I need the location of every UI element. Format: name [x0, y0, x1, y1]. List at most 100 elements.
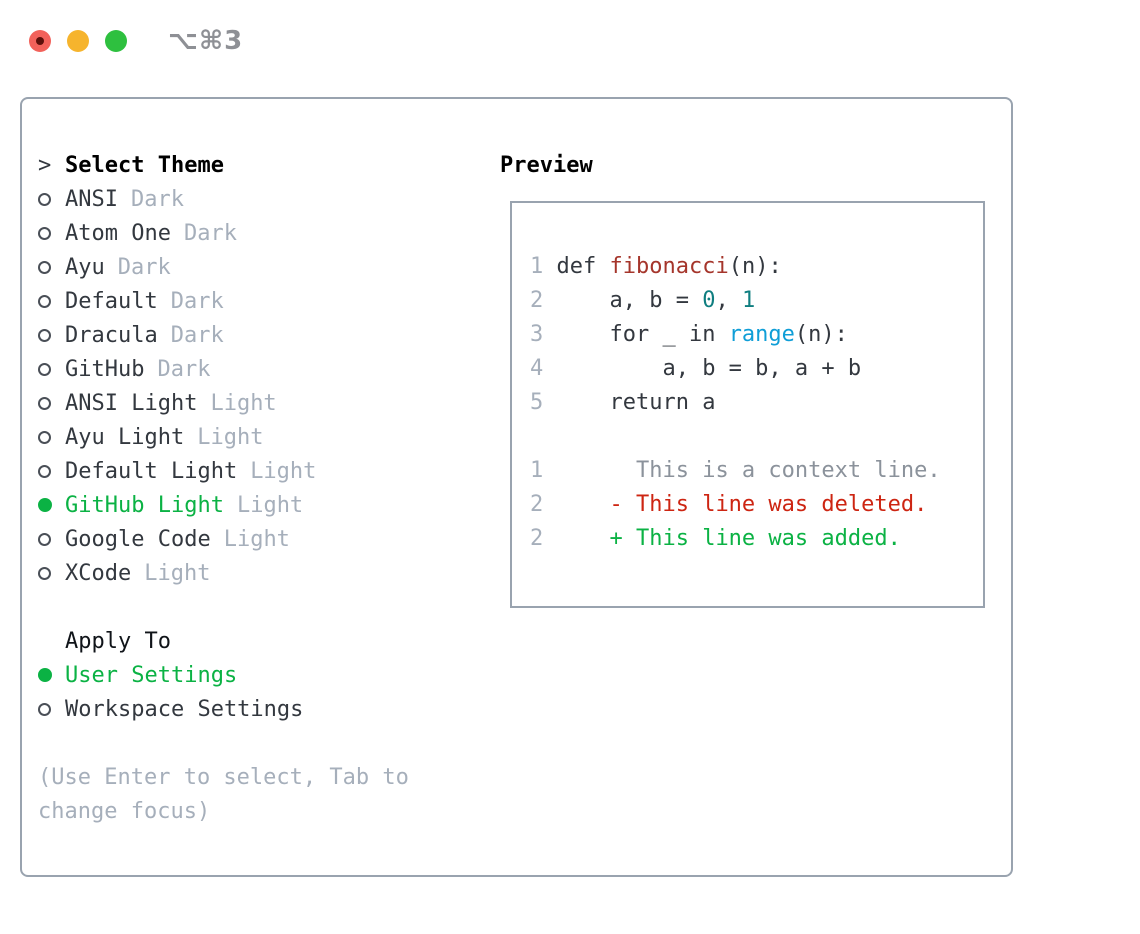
theme-option[interactable]: ANSI Dark [38, 182, 409, 216]
marker-cell [38, 430, 65, 444]
close-button[interactable] [29, 30, 51, 52]
code-segment-context: This is a context line. [556, 458, 941, 483]
option-label: Ayu [65, 254, 105, 280]
spacer [530, 420, 983, 454]
line-number: 2 [530, 288, 544, 313]
select-theme-title: Select Theme [65, 152, 224, 178]
line-number: 1 [530, 254, 544, 279]
help-text-line-2: change focus) [38, 798, 211, 824]
theme-option[interactable]: Atom One Dark [38, 216, 409, 250]
marker-cell [38, 668, 65, 682]
preview-line: 2 + This line was added. [530, 522, 983, 556]
radio-icon [38, 566, 51, 580]
radio-icon [38, 362, 51, 376]
minimize-button[interactable] [67, 30, 89, 52]
apply-to-title: Apply To [65, 628, 171, 654]
marker-cell [38, 396, 65, 410]
code-segment-builtin: range [728, 322, 795, 347]
theme-variant-label: Dark [117, 254, 171, 280]
apply-to-header: Apply To [38, 624, 409, 658]
code-segment-fg: , [715, 288, 742, 313]
radio-icon [38, 328, 51, 342]
preview-line: 2 a, b = 0, 1 [530, 284, 983, 318]
marker-cell [38, 226, 65, 240]
option-label: ANSI [65, 186, 118, 212]
apply-to-option[interactable]: Workspace Settings [38, 692, 409, 726]
line-number: 5 [530, 390, 544, 415]
preview-line: 1 def fibonacci(n): [530, 250, 983, 284]
line-number: 4 [530, 356, 544, 381]
line-number: 2 [530, 492, 544, 517]
marker-cell [38, 260, 65, 274]
preview-line: 4 a, b = b, a + b [530, 352, 983, 386]
theme-option[interactable]: GitHub Light Light [38, 488, 409, 522]
option-label: GitHub Light [65, 492, 224, 518]
marker-cell [38, 362, 65, 376]
option-label: Ayu Light [65, 424, 185, 450]
radio-icon [38, 464, 51, 478]
radio-selected-icon [38, 498, 52, 512]
theme-variant-label: Light [144, 560, 211, 586]
titlebar: ⌥⌘3 [29, 26, 243, 56]
preview-line: 3 for _ in range(n): [530, 318, 983, 352]
marker-cell [38, 294, 65, 308]
theme-option[interactable]: Default Dark [38, 284, 409, 318]
radio-selected-icon [38, 668, 52, 682]
radio-icon [38, 532, 51, 546]
theme-option[interactable]: Dracula Dark [38, 318, 409, 352]
theme-option[interactable]: XCode Light [38, 556, 409, 590]
diff-block: 1 This is a context line.2 - This line w… [530, 454, 983, 556]
option-label: Dracula [65, 322, 158, 348]
theme-option[interactable]: Ayu Dark [38, 250, 409, 284]
radio-icon [38, 226, 51, 240]
theme-variant-label: Light [210, 390, 277, 416]
marker-cell [38, 498, 65, 512]
code-segment-added: + This line was added. [556, 526, 901, 551]
preview-line: 2 - This line was deleted. [530, 488, 983, 522]
theme-option[interactable]: ANSI Light Light [38, 386, 409, 420]
option-label: Workspace Settings [65, 696, 304, 722]
select-theme-header: >Select Theme [38, 148, 409, 182]
code-segment-fg: a, b = b, a + b [556, 356, 862, 381]
theme-variant-label: Dark [183, 220, 237, 246]
option-label: Atom One [65, 220, 171, 246]
apply-to-option[interactable]: User Settings [38, 658, 409, 692]
theme-variant-label: Dark [170, 322, 224, 348]
code-segment-fg: (n): [794, 322, 848, 347]
theme-variant-label: Dark [130, 186, 184, 212]
code-segment-fg: return a [556, 390, 716, 415]
zoom-button[interactable] [105, 30, 127, 52]
radio-icon [38, 430, 51, 444]
code-segment-deleted: - This line was deleted. [556, 492, 928, 517]
code-segment-fg: for _ in [556, 322, 729, 347]
option-label: GitHub [65, 356, 145, 382]
code-segment-func: fibonacci [609, 254, 729, 279]
radio-icon [38, 294, 51, 308]
marker-cell [38, 702, 65, 716]
marker-cell [38, 464, 65, 478]
preview-title: Preview [500, 152, 593, 178]
theme-variant-label: Light [223, 526, 290, 552]
option-label: User Settings [65, 662, 238, 688]
option-label: Default [65, 288, 158, 314]
help-text-line-1: (Use Enter to select, Tab to [38, 764, 409, 790]
marker-cell [38, 532, 65, 546]
code-segment-num: 0 [702, 288, 716, 313]
theme-variant-label: Dark [170, 288, 224, 314]
code-segment-fg: def [556, 254, 610, 279]
spacer [38, 726, 409, 760]
option-label: XCode [65, 560, 132, 586]
code-segment-num: 1 [741, 288, 756, 313]
theme-variant-label: Light [236, 492, 304, 518]
marker-cell [38, 566, 65, 580]
option-label: ANSI Light [65, 390, 198, 416]
